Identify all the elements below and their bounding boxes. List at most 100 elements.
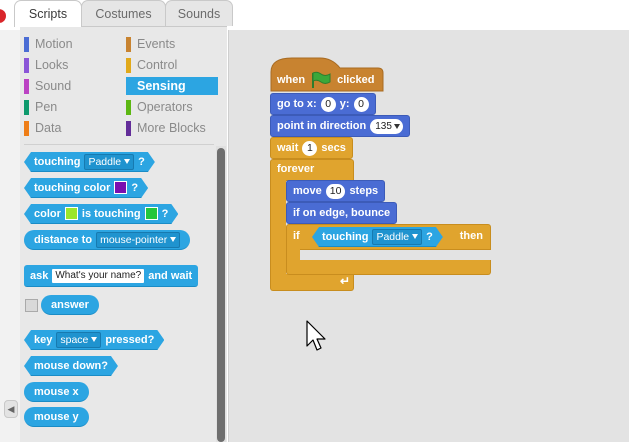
- block-label: point in direction: [277, 120, 367, 132]
- category-label: Events: [137, 37, 176, 51]
- answer-block[interactable]: answer: [41, 295, 99, 315]
- block-label: secs: [321, 142, 346, 154]
- color-touching-color-block[interactable]: color is touching ?: [24, 204, 178, 224]
- forever-foot: ↵: [270, 274, 354, 291]
- if-arm: [286, 249, 300, 261]
- touching-condition-block[interactable]: touching Paddle ?: [312, 227, 443, 247]
- touching-color-block[interactable]: touching color ?: [24, 178, 148, 198]
- block-label: ?: [138, 155, 145, 168]
- color-swatch[interactable]: [114, 181, 127, 194]
- block-label: move: [293, 185, 322, 197]
- category-label: Data: [35, 121, 62, 135]
- touching-block[interactable]: touching Paddle ?: [24, 152, 155, 172]
- stage-edge: [0, 30, 21, 442]
- x-input[interactable]: 0: [320, 96, 336, 112]
- go-to-xy-block[interactable]: go to x: 0 y: 0: [270, 93, 376, 115]
- category-label: Looks: [35, 58, 69, 72]
- category-swatch: [24, 36, 29, 52]
- block-label: and wait: [148, 269, 193, 282]
- ask-and-wait-block[interactable]: ask What's your name? and wait: [24, 265, 199, 287]
- block-label: go to x:: [277, 98, 317, 110]
- target-dropdown[interactable]: mouse-pointer: [96, 231, 181, 248]
- category-label: Motion: [35, 37, 73, 51]
- point-in-direction-block[interactable]: point in direction 135: [270, 115, 410, 137]
- category-swatch: [24, 78, 29, 94]
- category-control[interactable]: Control: [126, 56, 218, 74]
- sprite-dropdown[interactable]: Paddle: [372, 229, 422, 245]
- sprite-dropdown[interactable]: Paddle: [84, 154, 134, 170]
- steps-input[interactable]: 10: [325, 183, 346, 199]
- category-data[interactable]: Data: [24, 119, 119, 137]
- color-swatch[interactable]: [65, 207, 78, 220]
- category-pen[interactable]: Pen: [24, 98, 119, 116]
- mouse-down-block[interactable]: mouse down?: [24, 356, 118, 376]
- move-steps-block[interactable]: move 10 steps: [286, 180, 386, 202]
- hat-shape: [270, 57, 384, 92]
- category-swatch: [24, 120, 29, 136]
- ask-text-input[interactable]: What's your name?: [52, 268, 145, 283]
- block-label: then: [459, 230, 483, 242]
- stop-icon[interactable]: [0, 9, 6, 23]
- when-flag-clicked-block[interactable]: when clicked: [270, 56, 384, 92]
- category-motion[interactable]: Motion: [24, 35, 119, 53]
- tab-scripts[interactable]: Scripts: [14, 0, 82, 27]
- key-dropdown[interactable]: space: [56, 332, 101, 348]
- block-label: pressed?: [105, 333, 155, 346]
- block-label: color: [34, 207, 61, 220]
- dropdown-value: space: [60, 333, 89, 346]
- collapse-arrow-icon[interactable]: ◀: [4, 400, 18, 418]
- category-label: Pen: [35, 100, 58, 114]
- category-sensing[interactable]: Sensing: [126, 77, 218, 95]
- block-label: y:: [339, 98, 350, 110]
- category-swatch: [126, 36, 131, 52]
- category-label: Operators: [137, 100, 193, 114]
- block-label: wait: [277, 142, 299, 154]
- direction-dropdown[interactable]: 135: [370, 118, 403, 134]
- category-operators[interactable]: Operators: [126, 98, 218, 116]
- category-sound[interactable]: Sound: [24, 77, 119, 95]
- block-label: if: [293, 230, 300, 242]
- color-swatch[interactable]: [145, 207, 158, 220]
- category-swatch: [126, 78, 131, 94]
- category-more-blocks[interactable]: More Blocks: [126, 119, 218, 137]
- block-label: ?: [131, 181, 139, 194]
- key-pressed-block[interactable]: key space pressed?: [24, 330, 164, 350]
- if-foot: [286, 260, 491, 275]
- category-swatch: [24, 99, 29, 115]
- category-events[interactable]: Events: [126, 35, 218, 53]
- mouse-x-block[interactable]: mouse x: [24, 382, 89, 402]
- block-label: mouse x: [34, 385, 79, 398]
- answer-checkbox[interactable]: [25, 299, 38, 312]
- y-input[interactable]: 0: [353, 96, 369, 112]
- tab-costumes[interactable]: Costumes: [81, 0, 166, 26]
- dropdown-value: Paddle: [376, 230, 410, 243]
- loop-arrow-icon: ↵: [339, 274, 350, 288]
- block-label: touching: [322, 230, 369, 243]
- tab-label: Sounds: [177, 6, 221, 21]
- block-label: forever: [277, 163, 315, 175]
- category-swatch: [24, 57, 29, 73]
- category-looks[interactable]: Looks: [24, 56, 119, 74]
- block-label: ask: [30, 269, 49, 282]
- forever-block[interactable]: forever: [270, 159, 354, 181]
- block-label: answer: [51, 298, 89, 311]
- category-swatch: [126, 99, 131, 115]
- tab-label: Costumes: [95, 6, 152, 21]
- block-label: steps: [349, 185, 379, 197]
- chevron-down-icon: [393, 123, 400, 129]
- green-flag-icon: [312, 71, 331, 88]
- block-label: clicked: [337, 74, 375, 86]
- chevron-down-icon: [91, 337, 97, 342]
- mouse-y-block[interactable]: mouse y: [24, 407, 89, 427]
- category-label: Control: [137, 58, 178, 72]
- tab-sounds[interactable]: Sounds: [165, 0, 233, 26]
- dropdown-value: mouse-pointer: [100, 233, 168, 246]
- wait-secs-block[interactable]: wait 1 secs: [270, 137, 353, 159]
- mouse-cursor-icon: [306, 320, 326, 351]
- dropdown-value: 135: [375, 120, 392, 132]
- distance-to-block[interactable]: distance to mouse-pointer: [24, 230, 191, 250]
- block-label: touching color: [34, 181, 111, 194]
- seconds-input[interactable]: 1: [302, 140, 318, 156]
- bounce-on-edge-block[interactable]: if on edge, bounce: [286, 202, 398, 224]
- palette-scrollbar[interactable]: [217, 148, 225, 442]
